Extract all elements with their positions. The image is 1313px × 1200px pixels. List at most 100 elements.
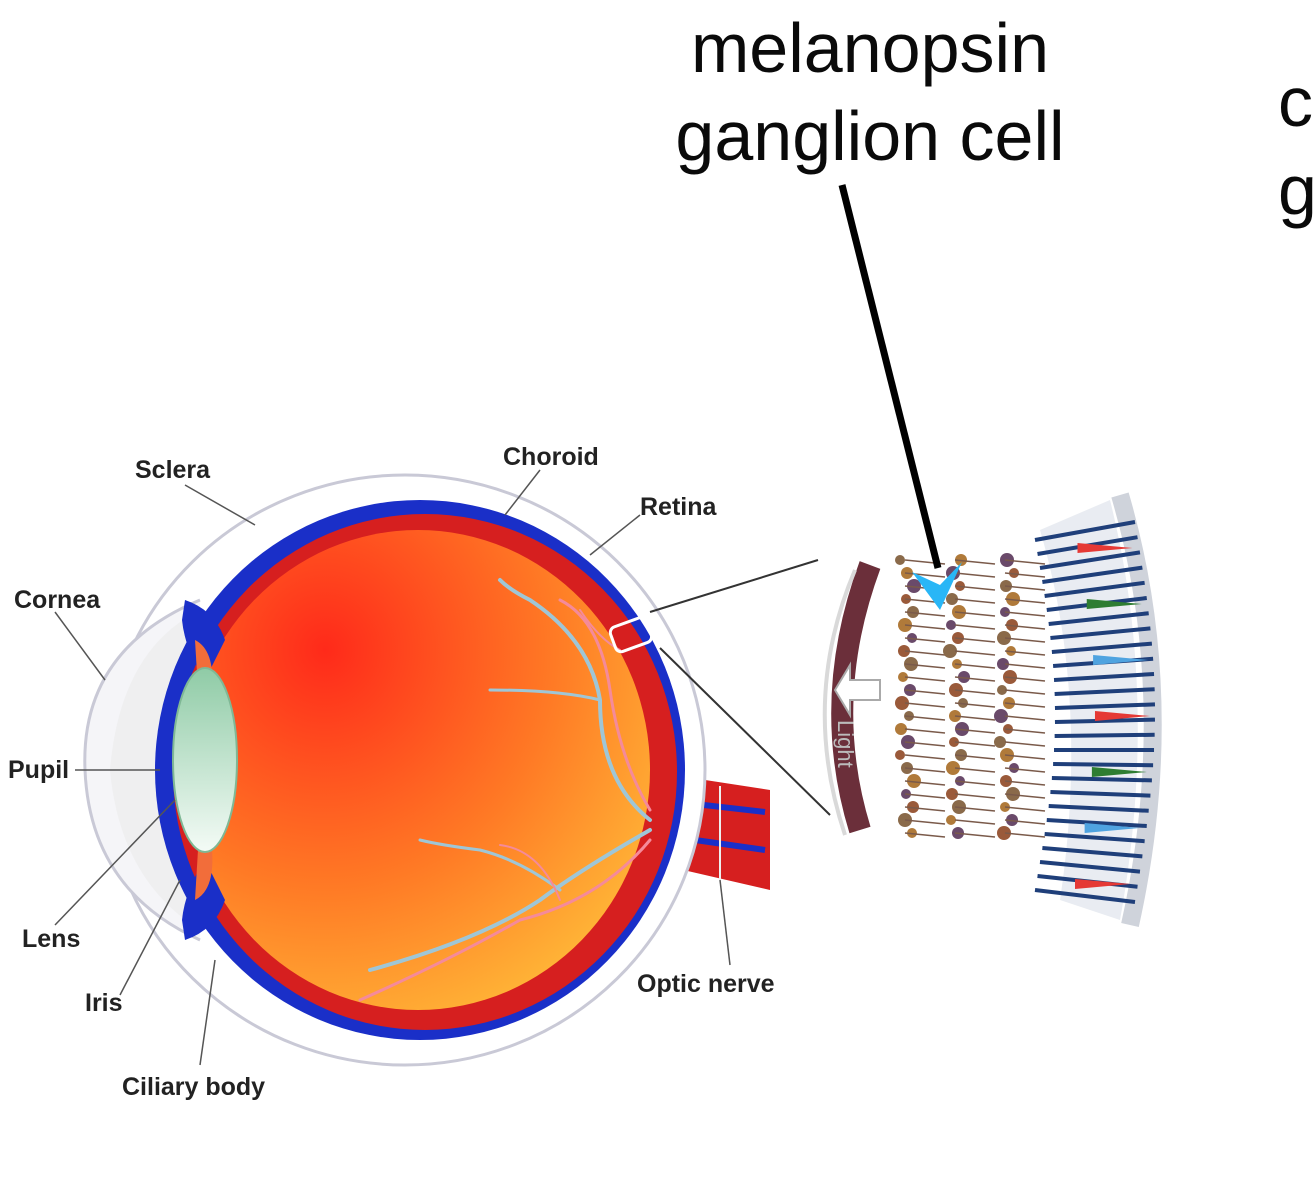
neuron-axon: [904, 611, 946, 617]
neuron-axon: [904, 780, 946, 786]
neuron-cell: [946, 593, 958, 605]
zoom-line-top: [649, 559, 819, 613]
blood-vessels: [358, 578, 652, 1002]
neuron-axon: [904, 676, 946, 682]
neuron-axon: [954, 780, 996, 786]
rod-cell: [1054, 702, 1156, 710]
neuron-axon: [1004, 715, 1046, 721]
neuron-axon: [1004, 637, 1046, 643]
neuron-axon: [904, 767, 946, 773]
rod-cell: [1054, 732, 1155, 738]
neuron-axon: [1004, 650, 1046, 656]
neuron-cell: [946, 788, 958, 800]
neuron-axon: [1004, 819, 1046, 825]
neuron-axon: [1004, 572, 1046, 578]
zoom-line-bottom: [659, 647, 831, 816]
melanopsin-callout: melanopsin ganglion cell: [600, 4, 1140, 180]
neuron-axon: [1004, 676, 1046, 682]
neuron-cell: [898, 672, 908, 682]
cut-off-callout: c g: [1278, 58, 1313, 234]
neuron-axon: [904, 663, 946, 669]
neuron-cell: [907, 774, 921, 788]
neuron-cell: [946, 815, 956, 825]
neuron-axon: [904, 754, 946, 760]
neuron-axon: [954, 793, 996, 799]
rod-cell: [1051, 776, 1152, 783]
cut-off-line-1: c: [1278, 63, 1313, 141]
label-sclera: Sclera: [135, 456, 211, 484]
neuron-axon: [954, 650, 996, 656]
neuron-axon: [954, 767, 996, 773]
neuron-axon: [1004, 559, 1046, 565]
cone-cell: [1093, 655, 1149, 665]
neuron-axon: [1004, 624, 1046, 630]
neuron-axon: [904, 715, 946, 721]
neuron-axon: [954, 598, 996, 604]
neuron-cell: [997, 631, 1011, 645]
neuron-axon: [954, 806, 996, 812]
label-iris: Iris: [85, 989, 123, 1017]
neuron-cell: [946, 761, 960, 775]
neuron-axon: [954, 741, 996, 747]
rod-cell: [1048, 804, 1149, 813]
rod-cell: [1051, 641, 1153, 654]
neuron-axon: [1004, 780, 1046, 786]
neuron-axon: [954, 663, 996, 669]
label-lens: Lens: [22, 925, 80, 953]
neuron-axon: [904, 624, 946, 630]
retina-cross-section: Light: [822, 492, 1162, 927]
neuron-axon: [904, 702, 946, 708]
neuron-axon: [904, 793, 946, 799]
neuron-axon: [904, 637, 946, 643]
neuron-axon: [904, 572, 946, 578]
neuron-cell: [997, 658, 1009, 670]
label-pupil: Pupil: [8, 756, 69, 784]
neuron-cell: [907, 606, 919, 618]
cone-cell: [1086, 599, 1142, 609]
neuron-axon: [954, 832, 996, 838]
neuron-axon: [954, 611, 996, 617]
neuron-cell: [994, 709, 1008, 723]
rod-cell: [1050, 790, 1151, 798]
neuron-cell: [958, 698, 968, 708]
label-light: Light: [833, 720, 858, 768]
callout-line-2: ganglion cell: [675, 97, 1065, 175]
rod-cell: [1034, 888, 1136, 904]
neuron-cell: [895, 723, 907, 735]
neuron-axon: [954, 689, 996, 695]
rod-cell: [1039, 550, 1141, 570]
neuron-cell: [997, 826, 1011, 840]
neuron-cell: [946, 620, 956, 630]
rod-cell: [1053, 672, 1155, 682]
label-choroid: Choroid: [503, 443, 599, 471]
rod-cell: [1039, 860, 1141, 874]
neuron-axon: [954, 624, 996, 630]
neuron-axon: [904, 689, 946, 695]
neuron-axon: [954, 572, 996, 578]
neuron-axon: [954, 754, 996, 760]
neuron-axon: [904, 728, 946, 734]
neuron-axon: [1004, 689, 1046, 695]
neuron-axon: [1004, 598, 1046, 604]
neuron-cell: [1006, 592, 1020, 606]
cone-cell: [1091, 767, 1147, 777]
rod-cell: [1044, 832, 1145, 844]
neuron-axon: [904, 819, 946, 825]
neuron-axon: [1004, 767, 1046, 773]
cut-off-line-2: g: [1278, 151, 1313, 229]
neuron-cell: [898, 645, 910, 657]
vitreous-body: [186, 530, 650, 1010]
light-arrow-icon: [833, 661, 881, 719]
neuron-cell: [895, 696, 909, 710]
neuron-cell: [958, 671, 970, 683]
label-leader-lines: [54, 469, 731, 1066]
neuron-cell: [997, 685, 1007, 695]
callout-line-1: melanopsin: [691, 9, 1049, 87]
neuron-axon: [1004, 611, 1046, 617]
rod-cell: [1053, 762, 1154, 768]
rod-cell: [1054, 717, 1156, 724]
neuron-axon: [1004, 585, 1046, 591]
neuron-axon: [904, 741, 946, 747]
rod-cell: [1044, 580, 1145, 598]
lens: [172, 667, 238, 853]
